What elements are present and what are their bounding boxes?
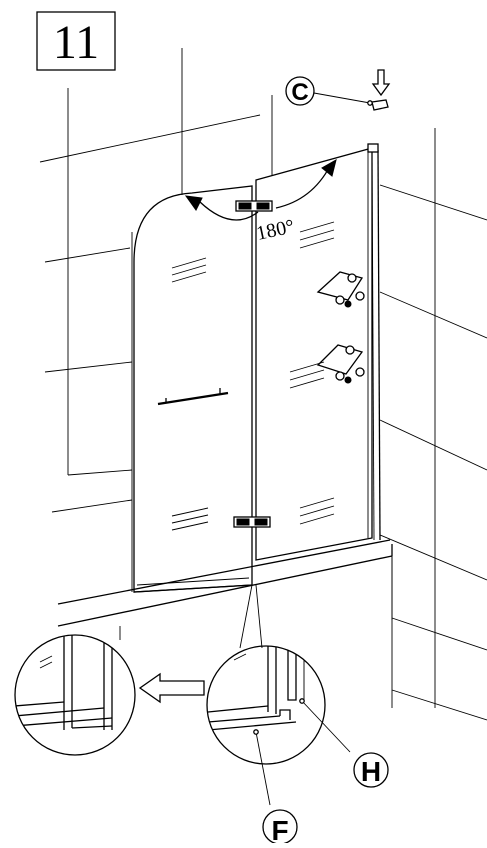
- callout-f: F: [253, 729, 298, 846]
- down-arrow-icon: [371, 69, 391, 97]
- step-number: 11: [53, 16, 99, 69]
- detail-view-left: [14, 634, 136, 756]
- right-glass-panel: [255, 143, 379, 561]
- towel-bar: [157, 388, 229, 406]
- bottom-hinge: [233, 516, 271, 528]
- callout-h-label: H: [361, 756, 381, 787]
- rotation-label: 180°: [254, 215, 296, 244]
- callout-c: C: [285, 69, 391, 111]
- top-hinge: [235, 200, 273, 212]
- left-glass-panel: [133, 185, 253, 593]
- wall-tiles: [39, 48, 487, 721]
- callout-f-label: F: [271, 815, 288, 843]
- wall-bracket-lower: [316, 344, 365, 384]
- detail-view-right: [206, 645, 326, 765]
- callout-c-label: C: [291, 79, 308, 106]
- callout-h: H: [299, 698, 389, 788]
- wall-bracket-upper: [316, 271, 365, 308]
- bathtub: [57, 539, 393, 708]
- step-number-box: 11: [36, 11, 116, 71]
- detail-leader: [239, 584, 253, 649]
- left-arrow-icon: [138, 672, 205, 704]
